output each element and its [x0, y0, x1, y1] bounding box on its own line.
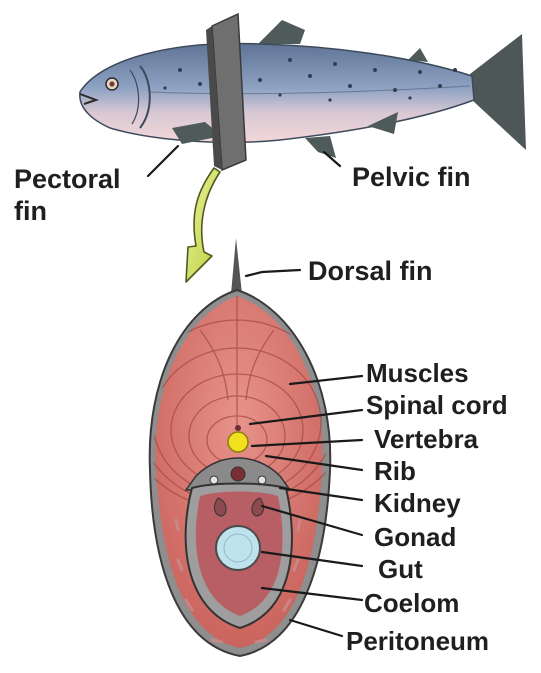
section-plane [206, 14, 246, 170]
fish-pelvic-fin [305, 136, 336, 158]
label-gut: Gut [378, 554, 423, 584]
section-kidney [231, 467, 245, 481]
label-spinal-cord: Spinal cord [366, 390, 508, 420]
label-kidney: Kidney [374, 488, 461, 518]
section-vertebra [228, 432, 248, 452]
label-gonad: Gonad [374, 522, 456, 552]
fish-dorsal-fin [258, 20, 305, 44]
fish-tail-fin [470, 34, 526, 150]
section-spinal-cord [235, 425, 241, 431]
label-peritoneum: Peritoneum [346, 626, 489, 656]
label-muscles: Muscles [366, 358, 469, 388]
curved-arrow-icon [186, 168, 220, 282]
cross-section [119, 238, 355, 656]
label-dorsal-fin: Dorsal fin [308, 256, 433, 286]
label-vertebra: Vertebra [374, 424, 479, 454]
section-dorsal-fin [231, 238, 242, 294]
section-gut [216, 526, 260, 570]
label-pectoral-line1: Pectoral [14, 164, 121, 194]
label-coelom: Coelom [364, 588, 459, 618]
label-rib: Rib [374, 456, 416, 486]
label-pectoral-line2: fin [14, 196, 47, 226]
salmon-illustration [80, 20, 526, 158]
label-pelvic-fin: Pelvic fin [352, 162, 471, 192]
